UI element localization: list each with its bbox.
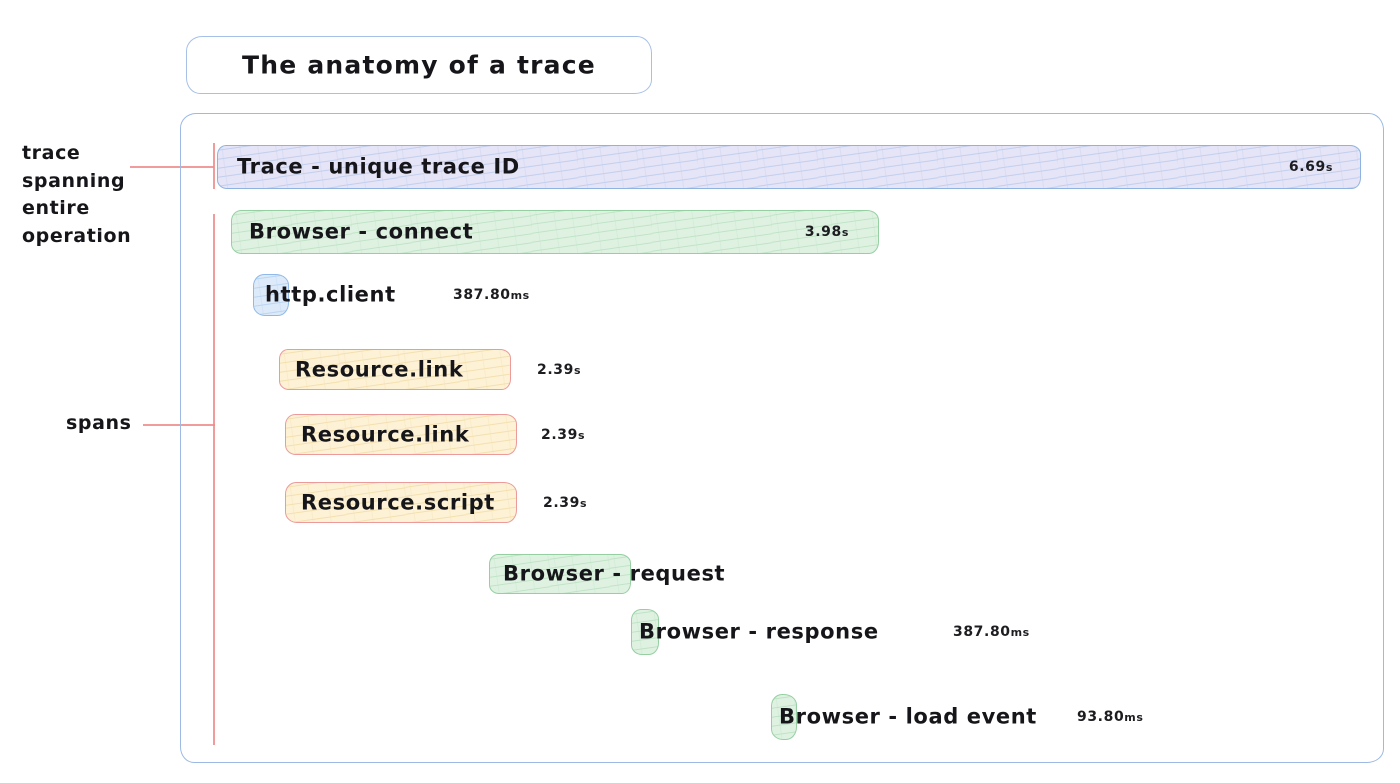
- span-row-resource-link-2[interactable]: Resource.link 2.39s: [285, 414, 705, 455]
- duration-value: 93.80: [1077, 709, 1125, 725]
- span-duration-trace: 6.69s: [1289, 159, 1333, 175]
- trace-waterfall-container: Trace - unique trace ID 6.69s Browser - …: [180, 113, 1384, 763]
- annotation-line: operation: [22, 224, 132, 247]
- span-bar-resource-link-2[interactable]: [285, 414, 517, 455]
- span-row-browser-load-event[interactable]: Browser - load event 93.80ms: [771, 694, 1241, 740]
- span-bar-resource-link-1[interactable]: [279, 349, 511, 390]
- bar-texture: [286, 483, 516, 522]
- annotation-line: spanning: [22, 169, 126, 192]
- duration-value: 387.80: [453, 287, 511, 303]
- duration-value: 2.39: [537, 361, 574, 378]
- span-row-browser-request[interactable]: Browser - request: [489, 554, 809, 594]
- bar-texture: [232, 211, 878, 253]
- spans-annotation-leader-line: [143, 424, 215, 426]
- span-label-browser-response: Browser - response: [639, 619, 879, 644]
- span-bar-http-client[interactable]: [253, 274, 289, 316]
- span-bar-resource-script[interactable]: [285, 482, 517, 523]
- bar-texture: [254, 275, 288, 315]
- span-row-resource-link-1[interactable]: Resource.link 2.39s: [279, 349, 699, 390]
- duration-value: 6.69: [1288, 159, 1326, 175]
- bar-texture: [218, 146, 1360, 188]
- duration-unit: s: [577, 428, 586, 442]
- bar-texture: [286, 415, 516, 454]
- page-title: The anatomy of a trace: [242, 50, 596, 80]
- span-duration-resource-script: 2.39s: [543, 495, 587, 511]
- span-bar-browser-request[interactable]: [489, 554, 631, 594]
- span-duration-browser-response: 387.80ms: [953, 624, 1030, 640]
- span-row-browser-connect[interactable]: Browser - connect 3.98s: [231, 210, 879, 254]
- duration-unit: ms: [1010, 626, 1030, 639]
- duration-value: 387.80: [953, 624, 1011, 640]
- trace-annotation-bracket: [213, 143, 215, 189]
- spans-annotation-label: spans: [66, 410, 132, 438]
- span-bar-browser-load-event[interactable]: [771, 694, 797, 740]
- span-bar-browser-response[interactable]: [631, 609, 659, 655]
- diagram-title-card: The anatomy of a trace: [186, 36, 652, 94]
- duration-unit: s: [1325, 161, 1333, 174]
- span-label-browser-load-event: Browser - load event: [779, 704, 1037, 729]
- span-row-http-client[interactable]: http.client 387.80ms: [253, 274, 673, 316]
- span-row-browser-response[interactable]: Browser - response 387.80ms: [631, 609, 1081, 655]
- duration-unit: ms: [1124, 711, 1144, 724]
- duration-value: 2.39: [541, 426, 578, 443]
- span-bar-trace[interactable]: [217, 145, 1361, 189]
- annotation-line: entire: [22, 197, 90, 220]
- duration-unit: s: [841, 226, 849, 239]
- bar-texture: [490, 555, 630, 593]
- annotation-line: trace: [22, 142, 81, 164]
- duration-value: 2.39: [543, 494, 580, 511]
- bar-texture: [280, 350, 510, 389]
- duration-unit: ms: [510, 289, 530, 302]
- span-row-resource-script[interactable]: Resource.script 2.39s: [285, 482, 705, 523]
- span-duration-resource-link-1: 2.39s: [537, 362, 581, 378]
- annotation-line: spans: [66, 412, 132, 434]
- span-duration-http-client: 387.80ms: [453, 287, 530, 303]
- trace-annotation-label: trace spanning entire operation: [22, 140, 172, 250]
- duration-unit: s: [579, 496, 588, 510]
- trace-annotation-leader-line: [130, 166, 214, 168]
- spans-annotation-bracket: [213, 214, 215, 745]
- span-row-trace[interactable]: Trace - unique trace ID 6.69s: [217, 145, 1361, 189]
- span-duration-browser-load-event: 93.80ms: [1077, 709, 1144, 725]
- bar-texture: [772, 695, 796, 739]
- bar-texture: [632, 610, 658, 654]
- span-duration-resource-link-2: 2.39s: [541, 427, 585, 443]
- duration-value: 3.98: [804, 224, 842, 240]
- span-bar-browser-connect[interactable]: [231, 210, 879, 254]
- duration-unit: s: [573, 363, 582, 377]
- span-duration-browser-connect: 3.98s: [805, 224, 849, 240]
